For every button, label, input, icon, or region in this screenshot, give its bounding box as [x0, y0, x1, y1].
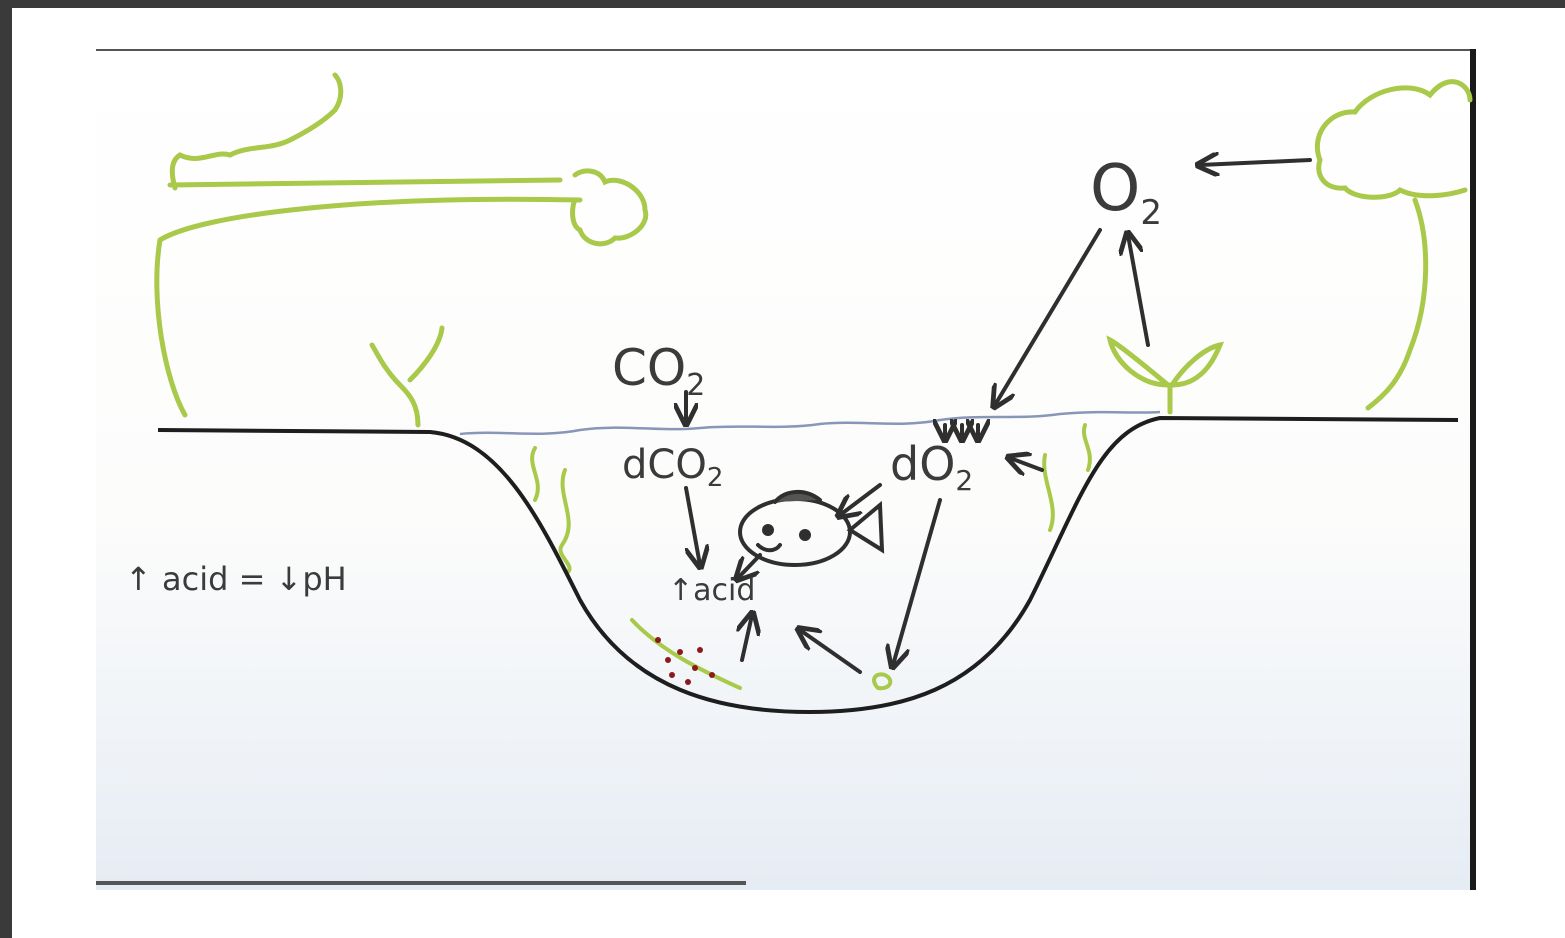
acid-label: ↑acid	[668, 573, 755, 608]
left-sprout	[369, 325, 445, 428]
card-bottom-edge	[96, 881, 746, 885]
arrow-o2-to-water	[995, 228, 1102, 405]
arrow-dco2-to-acid	[684, 486, 700, 565]
arrow-plant-to-o2	[1128, 235, 1150, 347]
water-surface	[459, 410, 1161, 436]
do2-label: dO2	[890, 437, 973, 497]
pond-plants	[530, 423, 1092, 691]
drawing-card	[96, 49, 1476, 890]
arrow-do2-to-bottom	[893, 498, 942, 665]
right-sprout	[1106, 335, 1225, 415]
co2-label: CO2	[612, 339, 705, 403]
o2-label: O2	[1090, 152, 1162, 233]
arrow-bacteria-to-acid	[800, 630, 862, 674]
arrow-do2-to-fish	[840, 483, 882, 515]
right-tree	[1314, 79, 1473, 411]
labels: O2 CO2 dCO2 dO2 ↑acid ↑ acid = ↓pH	[125, 152, 1162, 608]
decay-dots	[655, 637, 715, 685]
arrow-decay-to-acid	[742, 615, 752, 662]
arrow-fish-to-acid	[738, 553, 762, 578]
arrow-plant-to-do2	[1010, 458, 1044, 470]
pond-basin	[157, 415, 1459, 715]
arrow-tree-to-o2	[1200, 160, 1312, 165]
acid-ph-equation: ↑ acid = ↓pH	[125, 560, 347, 598]
left-tree	[154, 72, 649, 418]
fish-icon	[738, 490, 885, 567]
dco2-label: dCO2	[622, 442, 723, 493]
arrows	[684, 160, 1312, 674]
